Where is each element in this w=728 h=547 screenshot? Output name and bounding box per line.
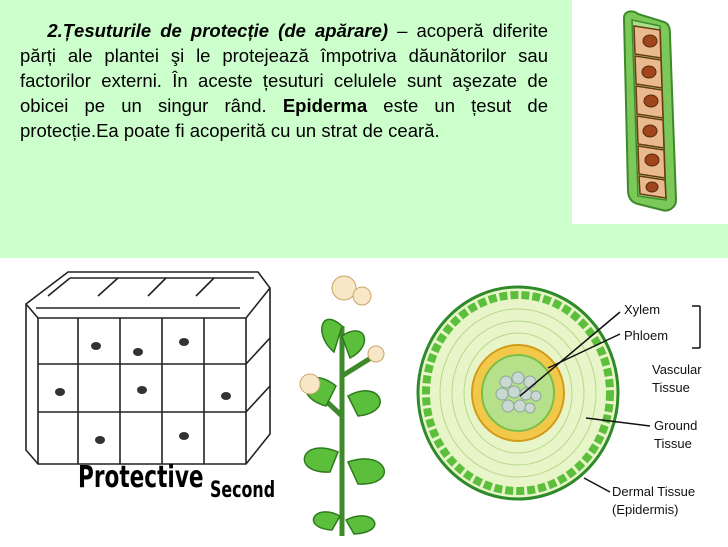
protective-caption: Protective bbox=[78, 460, 204, 495]
phloem-label: Phloem bbox=[624, 328, 669, 343]
dermal-label: Dermal Tissue bbox=[612, 484, 696, 499]
ground-label: Ground bbox=[654, 418, 698, 433]
epidermis-label: (Epidermis) bbox=[612, 502, 679, 517]
xylem-label: Xylem bbox=[624, 302, 661, 317]
vascular-tissue-label: Tissue bbox=[652, 380, 690, 395]
epiderma-term: Epiderma bbox=[282, 95, 368, 116]
plant-figure bbox=[270, 266, 414, 542]
stem-cross-section-illustration bbox=[416, 285, 620, 501]
description-paragraph: 2.Țesuturile de protecție (de apărare) –… bbox=[20, 18, 548, 143]
protective-tissue-figure bbox=[8, 264, 274, 470]
vascular-label: Vascular bbox=[652, 362, 702, 377]
epidermal-cells-illustration bbox=[622, 10, 678, 212]
ground-tissue-label: Tissue bbox=[654, 436, 692, 451]
second-caption: Second bbox=[210, 478, 276, 503]
protective-tissue-illustration bbox=[25, 271, 271, 465]
section-heading: 2.Țesuturile de protecție (de apărare) bbox=[47, 20, 389, 41]
plant-illustration bbox=[299, 275, 385, 536]
body-text-1: – acoperă diferite părți ale plantei şi … bbox=[20, 20, 548, 116]
body-text-2: este un țesut de protecție.Ea poate fi a… bbox=[20, 95, 548, 141]
epidermal-cells-figure bbox=[572, 0, 728, 224]
stem-cross-section-figure bbox=[414, 282, 622, 504]
